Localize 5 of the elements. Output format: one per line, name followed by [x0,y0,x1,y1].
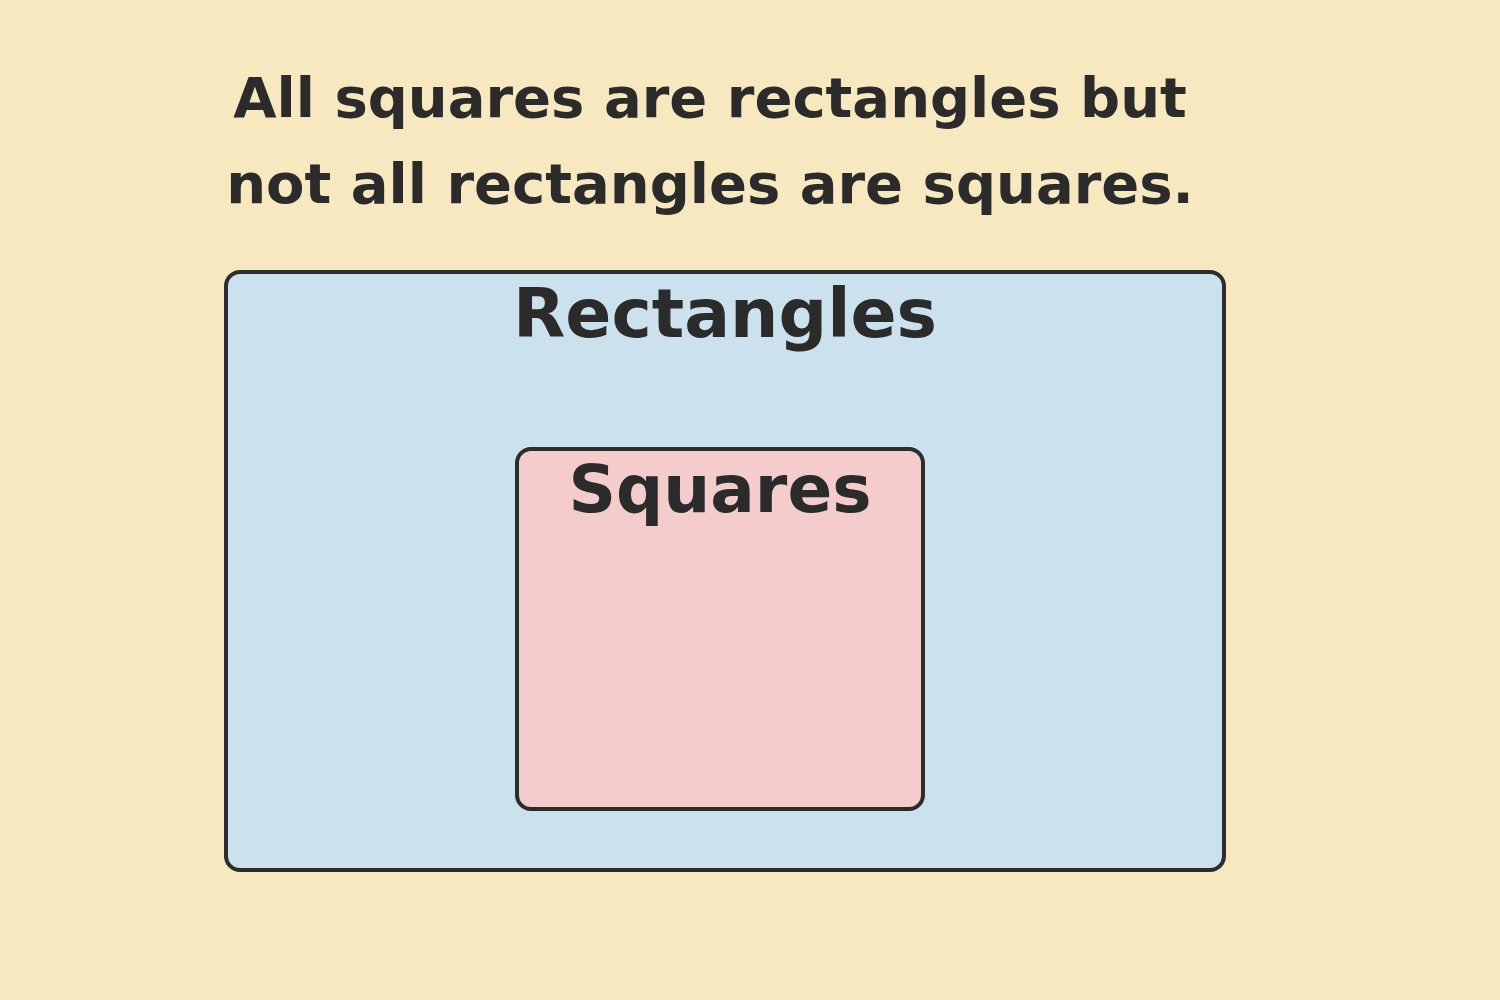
set-label: Rectangles [511,274,939,353]
inner-set-box [515,447,925,811]
outer-set-box [224,270,1226,872]
set-label: Squares [567,451,873,528]
title-text: All squares are rectangles but not all rectangles are squares. [225,64,1195,218]
